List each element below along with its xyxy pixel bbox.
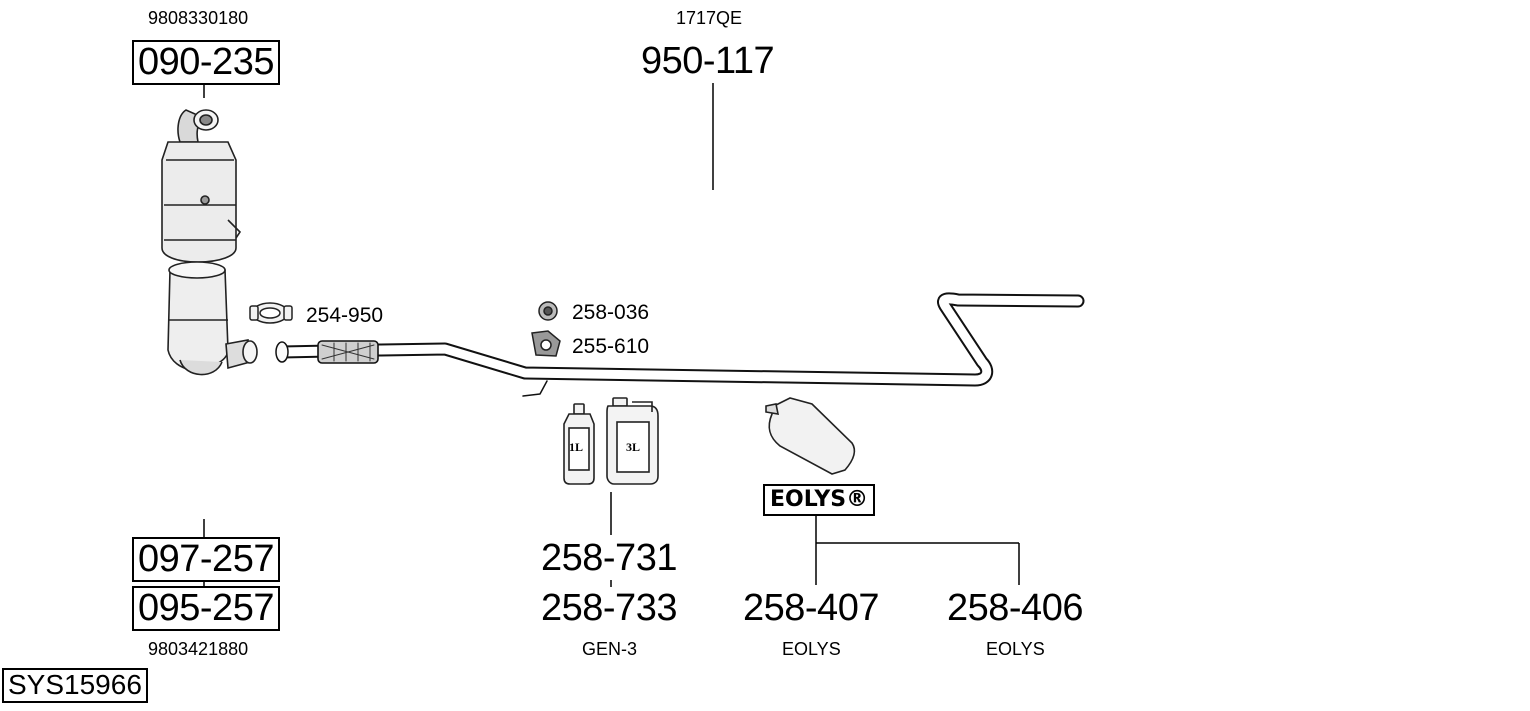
leader-lines	[203, 80, 1020, 587]
part-number-eolys-b: 258-406	[947, 587, 1083, 629]
part-number-bracket: 255-610	[572, 335, 650, 358]
main-pipe-drawing	[275, 292, 1085, 397]
part-number-dpf-a: 097-257	[132, 537, 280, 582]
rubber-mount-drawing	[531, 301, 561, 357]
part-number-pipe-center: 950-117	[641, 40, 775, 82]
part-number-fluid-b: 258-733	[541, 587, 677, 629]
eolys-pouch-drawing	[765, 397, 856, 475]
catalytic-converter-drawing	[161, 109, 258, 376]
part-number-dpf-b: 095-257	[132, 586, 280, 631]
part-number-cat-top: 090-235	[132, 40, 280, 85]
part-number-clamp: 254-950	[306, 304, 384, 327]
system-id: SYS15966	[2, 668, 148, 703]
fluid-bottles-drawing	[563, 397, 659, 485]
oem-number-center: 1717QE	[676, 8, 743, 28]
bottle-label-large: 3L	[626, 440, 641, 454]
eolys-logo: EOLYS®	[763, 484, 876, 516]
oem-number-bottom-left: 9803421880	[148, 639, 249, 659]
note-eolys-a: EOLYS	[782, 639, 841, 659]
oem-number-top-left: 9808330180	[148, 8, 249, 28]
note-fluid: GEN-3	[582, 639, 638, 659]
bottle-label-small: 1L	[569, 440, 584, 454]
note-eolys-b: EOLYS	[986, 639, 1045, 659]
part-number-eolys-a: 258-407	[743, 587, 879, 629]
part-number-nut: 258-036	[572, 301, 650, 324]
part-number-fluid-a: 258-731	[541, 537, 677, 579]
clamp-drawing	[249, 302, 293, 324]
